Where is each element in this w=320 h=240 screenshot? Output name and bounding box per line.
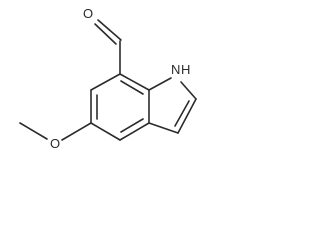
bond-cho-oxygen-double-a xyxy=(97,19,122,41)
bond-c2-c3 xyxy=(177,98,197,134)
aldehyde-group: O xyxy=(83,6,122,75)
bond-c3a-c4 xyxy=(119,122,150,141)
bond-methoxy-oxygen-methyl xyxy=(19,122,48,140)
bond-c7a-n1 xyxy=(148,77,172,91)
atom-methoxy-oxygen: O xyxy=(50,136,60,151)
aromatic-inner-c7-c7a xyxy=(120,80,144,95)
aromatic-inner-c2-c3 xyxy=(174,100,190,127)
bond-cho-oxygen-double-b xyxy=(94,23,117,45)
atom-ring-nitrogen-hydrogen: H xyxy=(181,62,190,77)
structure-diagram: O N H O xyxy=(19,6,197,151)
methoxy-group: O xyxy=(19,122,92,151)
bond-n1-c2 xyxy=(180,81,197,100)
atom-ring-nitrogen: N xyxy=(171,62,180,77)
bond-c7-c7a xyxy=(119,73,150,91)
atom-aldehyde-oxygen: O xyxy=(83,6,93,21)
aromatic-inner-c3a-c4 xyxy=(120,118,144,133)
bond-c4-c5 xyxy=(90,122,121,141)
benzene-ring xyxy=(90,73,150,141)
bond-c5-methoxy-oxygen xyxy=(61,122,92,141)
pyrrole-ring: N H xyxy=(148,62,197,134)
bond-c3-c3a xyxy=(148,122,179,134)
bond-c6-c7 xyxy=(90,73,121,91)
